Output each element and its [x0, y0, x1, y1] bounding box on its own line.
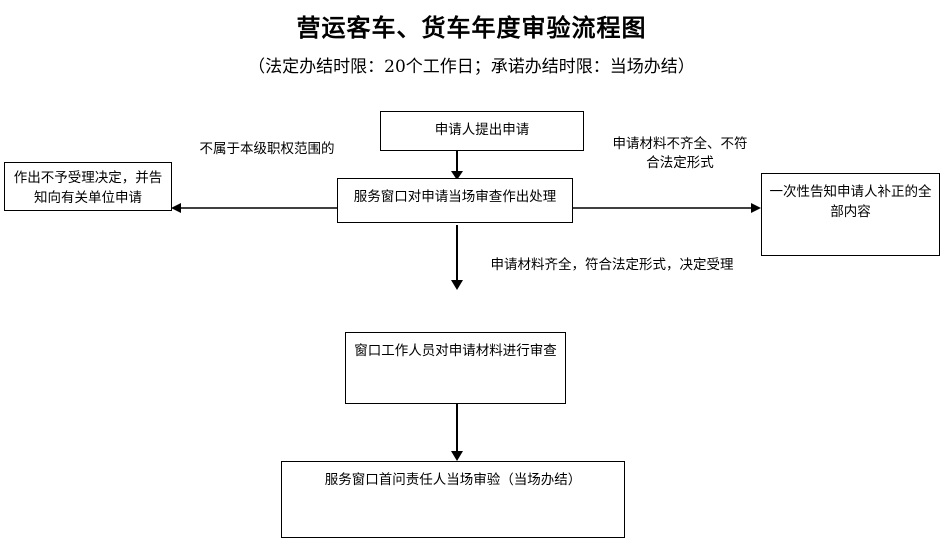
- node-apply-label: 申请人提出申请: [434, 122, 530, 138]
- node-first-responsible-label: 服务窗口首问责任人当场审验（当场办结）: [324, 472, 582, 488]
- node-service-window-review-label: 服务窗口对申请当场审查作出处理: [353, 189, 557, 205]
- node-reject[interactable]: 作出不予受理决定，并告知向有关单位申请: [4, 162, 172, 211]
- node-first-responsible[interactable]: 服务窗口首问责任人当场审验（当场办结）: [281, 461, 625, 538]
- page-subtitle: （法定办结时限：20个工作日；承诺办结时限：当场办结）: [248, 57, 695, 77]
- edge-label-not-in-authority: 不属于本级职权范围的: [199, 141, 335, 157]
- node-notify-correction-label: 一次性告知申请人补正的全部内容: [769, 184, 932, 220]
- connector-review-to-reject: [171, 203, 337, 213]
- node-staff-review-label: 窗口工作人员对申请材料进行审查: [354, 343, 557, 359]
- node-reject-label: 作出不予受理决定，并告知向有关单位申请: [13, 170, 163, 206]
- connector-apply-to-review: [451, 150, 463, 180]
- edge-label-incomplete-materials: 申请材料不齐全、不符 合法定形式: [612, 136, 748, 171]
- node-notify-correction[interactable]: 一次性告知申请人补正的全部内容: [761, 173, 940, 256]
- page-title: 营运客车、货车年度审验流程图: [296, 13, 647, 42]
- node-apply[interactable]: 申请人提出申请: [380, 111, 584, 151]
- node-service-window-review[interactable]: 服务窗口对申请当场审查作出处理: [337, 178, 573, 223]
- edge-label-complete-materials: 申请材料齐全，符合法定形式，决定受理: [490, 257, 734, 273]
- connector-review-to-notify: [573, 203, 761, 213]
- node-staff-review[interactable]: 窗口工作人员对申请材料进行审查: [345, 332, 566, 404]
- connector-staff-to-first: [451, 403, 463, 461]
- connector-review-to-staff: [451, 225, 463, 290]
